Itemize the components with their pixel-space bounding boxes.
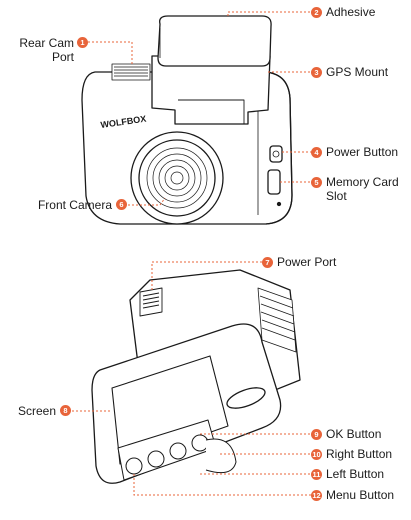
memory-card-slot-shape [268,170,280,194]
badge-8: 8 [60,405,71,416]
badge-4: 4 [311,147,322,158]
power-button-shape [270,146,282,162]
label-adhesive: Adhesive [326,5,375,19]
badge-5: 5 [311,177,322,188]
front-camera-lens [131,132,223,224]
badge-3: 3 [311,67,322,78]
badge-10: 10 [311,449,322,460]
badge-6: 6 [116,199,127,210]
label-power-port: Power Port [277,255,336,269]
label-power-button: Power Button [326,145,398,159]
label-gps-mount: GPS Mount [326,65,388,79]
label-screen: Screen [10,404,56,418]
badge-9: 9 [311,429,322,440]
badge-11: 11 [311,469,322,480]
label-menu-button: Menu Button [326,488,394,502]
badge-2: 2 [311,7,322,18]
adhesive-pad [158,16,271,66]
rear-cam-port [112,64,150,80]
power-port [140,288,162,316]
label-right-button: Right Button [326,447,392,461]
badge-7: 7 [262,257,273,268]
badge-12: 12 [311,490,322,501]
badge-1: 1 [77,37,88,48]
label-ok-button: OK Button [326,427,381,441]
label-front-camera: Front Camera [10,198,112,212]
label-left-button: Left Button [326,467,384,481]
